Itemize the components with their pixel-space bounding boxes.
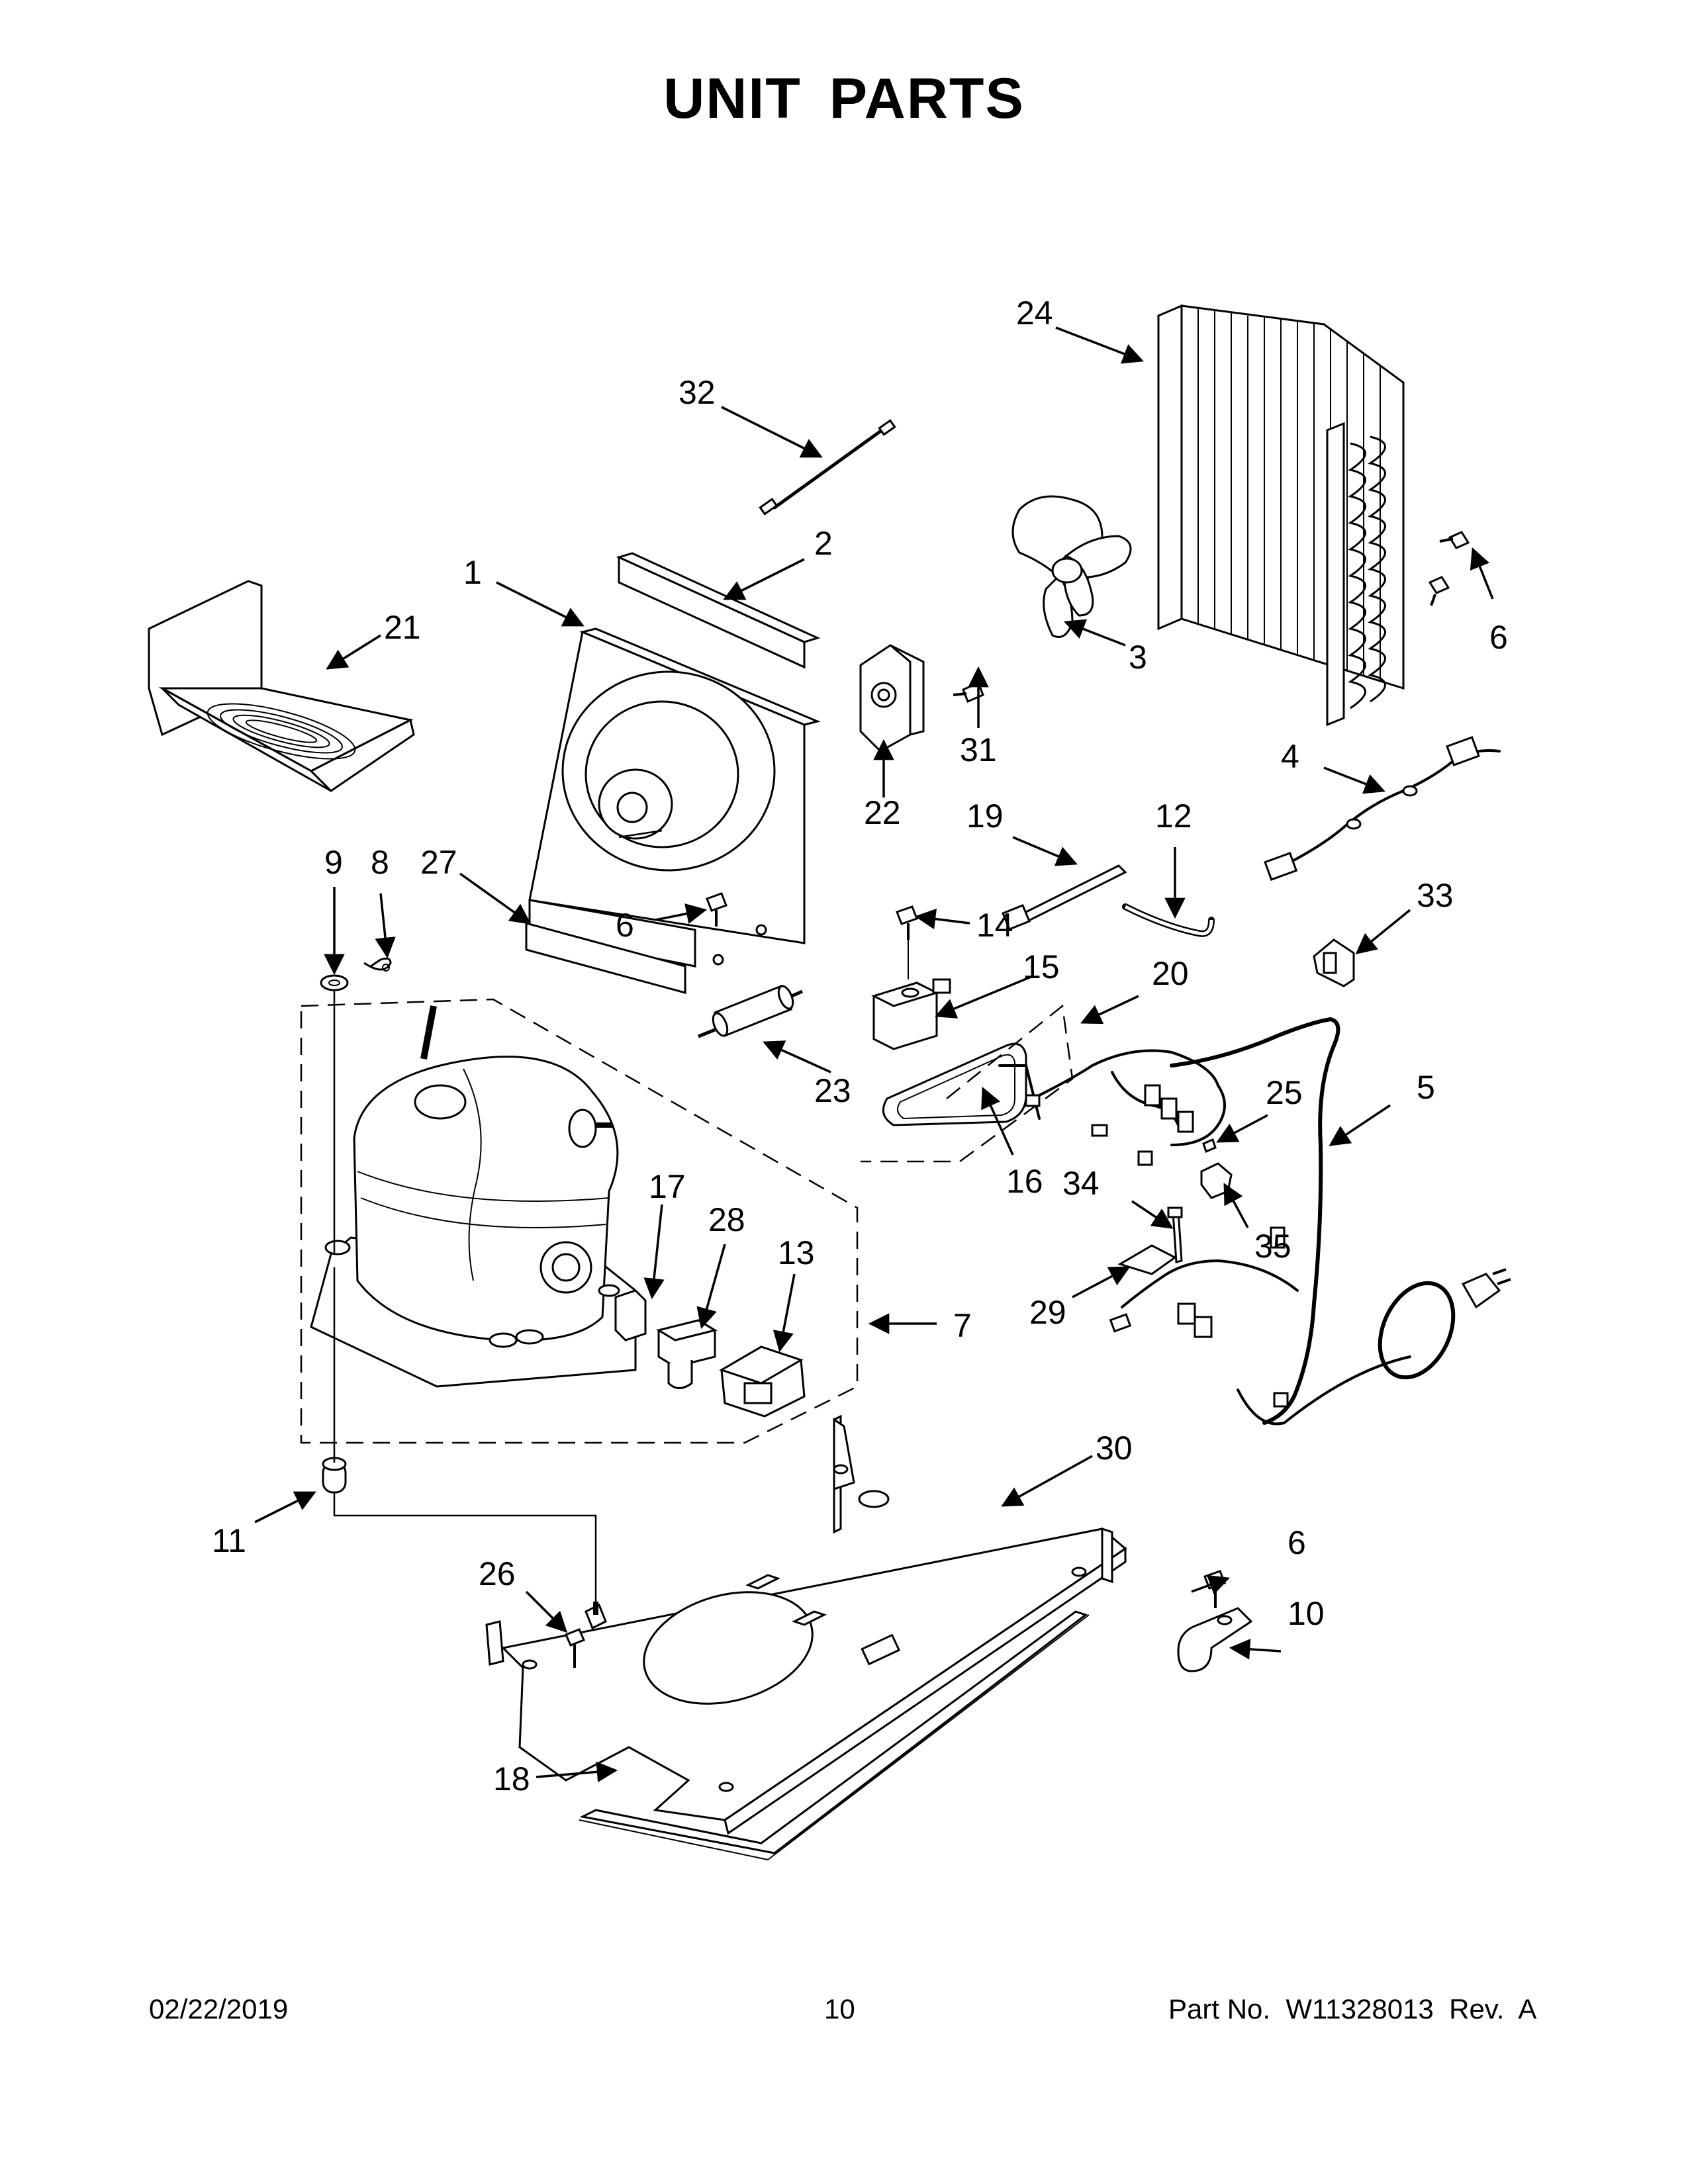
part-6-screw-shroud[interactable] bbox=[706, 892, 727, 927]
part-15-solenoid-coil[interactable] bbox=[870, 978, 951, 1050]
part-16-water-valve[interactable] bbox=[882, 1042, 1041, 1126]
callout-6a: 6 bbox=[1489, 619, 1508, 656]
part-10-cord-clamp[interactable] bbox=[1177, 1607, 1253, 1672]
callout-23: 23 bbox=[814, 1072, 851, 1109]
callout-2: 2 bbox=[814, 525, 833, 562]
callout-13: 13 bbox=[778, 1234, 815, 1271]
callout-33: 33 bbox=[1417, 877, 1454, 914]
callout-8: 8 bbox=[371, 844, 389, 881]
footer-date: 02/22/2019 bbox=[149, 1993, 289, 2025]
callout-5: 5 bbox=[1417, 1069, 1435, 1106]
callout-35: 35 bbox=[1254, 1228, 1291, 1265]
callout-28: 28 bbox=[708, 1201, 745, 1238]
callout-15: 15 bbox=[1023, 948, 1060, 985]
callout-18: 18 bbox=[493, 1760, 530, 1797]
callout-16: 16 bbox=[1006, 1163, 1043, 1200]
part-1-fan-shroud-assembly[interactable] bbox=[528, 627, 821, 968]
callout-12: 12 bbox=[1155, 797, 1192, 835]
compressor[interactable] bbox=[310, 1005, 637, 1388]
part-18-insulation-sheet[interactable] bbox=[579, 1610, 1090, 1860]
callout-22: 22 bbox=[864, 794, 901, 831]
part-27-insulation-pad[interactable] bbox=[525, 922, 686, 994]
callout-4: 4 bbox=[1281, 738, 1299, 775]
footer-page-number: 10 bbox=[824, 1993, 855, 2025]
callout-25: 25 bbox=[1266, 1074, 1303, 1111]
callout-30: 30 bbox=[1096, 1430, 1133, 1467]
part-9-grommet[interactable] bbox=[320, 974, 349, 991]
callout-20: 20 bbox=[1152, 955, 1189, 992]
callout-3: 3 bbox=[1129, 639, 1147, 676]
part-3-fan-blade[interactable] bbox=[1011, 495, 1132, 638]
part-8-clip[interactable] bbox=[363, 957, 392, 972]
callout-34: 34 bbox=[1062, 1165, 1100, 1202]
part-28-relay[interactable] bbox=[656, 1319, 718, 1389]
part-14-screw[interactable] bbox=[896, 905, 918, 979]
part-2-foam-strip[interactable] bbox=[616, 552, 821, 669]
callout-6c: 6 bbox=[1288, 1524, 1306, 1561]
part-30-base-plate[interactable] bbox=[485, 1414, 1127, 1835]
part-26-screw[interactable] bbox=[565, 1602, 607, 1668]
callout-10: 10 bbox=[1288, 1595, 1325, 1632]
part-25-screw[interactable] bbox=[1202, 1138, 1217, 1154]
part-7-compressor-kit-outline bbox=[300, 998, 859, 1444]
footer-part-number: Part No. W11328013 Rev. A bbox=[1168, 1993, 1537, 2025]
part-4-wire-harness[interactable] bbox=[1264, 736, 1501, 881]
callout-labels: 1 2 3 4 5 6 6 6 7 8 9 10 11 12 13 14 15 … bbox=[212, 295, 1508, 1797]
callout-19: 19 bbox=[966, 797, 1004, 835]
callout-17: 17 bbox=[649, 1168, 686, 1205]
part-21-drain-pan[interactable] bbox=[148, 580, 415, 792]
part-24-condenser[interactable] bbox=[1157, 304, 1405, 727]
part-6-screw-condenser-upper[interactable] bbox=[1439, 531, 1470, 549]
callout-arrows bbox=[254, 326, 1494, 1783]
part-17-cover[interactable] bbox=[614, 1289, 647, 1342]
assembly-guide-lines bbox=[333, 989, 597, 1602]
callout-7: 7 bbox=[953, 1307, 972, 1344]
part-22-timer[interactable] bbox=[859, 644, 925, 752]
page-title: UNIT PARTS bbox=[663, 67, 1025, 130]
part-19-cable-tie[interactable] bbox=[1002, 864, 1127, 931]
callout-14: 14 bbox=[976, 907, 1013, 944]
callout-6b: 6 bbox=[616, 907, 634, 944]
callout-27: 27 bbox=[420, 844, 457, 881]
part-34-cable-tie[interactable] bbox=[1167, 1206, 1183, 1263]
part-23-filter-drier[interactable] bbox=[698, 984, 804, 1038]
part-33-clip[interactable] bbox=[1313, 938, 1355, 987]
part-12-tube[interactable] bbox=[1122, 903, 1215, 937]
callout-31: 31 bbox=[960, 731, 997, 768]
part-6-screw-clamp[interactable] bbox=[1203, 1570, 1226, 1608]
callout-29: 29 bbox=[1029, 1294, 1066, 1331]
part-35-clamp[interactable] bbox=[1200, 1162, 1233, 1199]
callout-9: 9 bbox=[324, 844, 343, 881]
part-29-bracket[interactable] bbox=[1117, 1244, 1177, 1275]
part-13-overload[interactable] bbox=[719, 1345, 806, 1418]
part-32-wire-jumper[interactable] bbox=[759, 419, 896, 516]
part-11-grommet[interactable] bbox=[322, 1457, 347, 1494]
part-5-power-harness[interactable] bbox=[1109, 1017, 1511, 1426]
callout-11: 11 bbox=[212, 1522, 246, 1559]
callout-21: 21 bbox=[384, 609, 421, 646]
part-20-wiring-harness[interactable] bbox=[1025, 1049, 1226, 1166]
callout-1: 1 bbox=[463, 554, 482, 591]
callout-26: 26 bbox=[479, 1555, 516, 1592]
callout-32: 32 bbox=[679, 374, 716, 411]
callout-24: 24 bbox=[1016, 295, 1053, 332]
part-6-screw-condenser-lower[interactable] bbox=[1428, 576, 1450, 606]
